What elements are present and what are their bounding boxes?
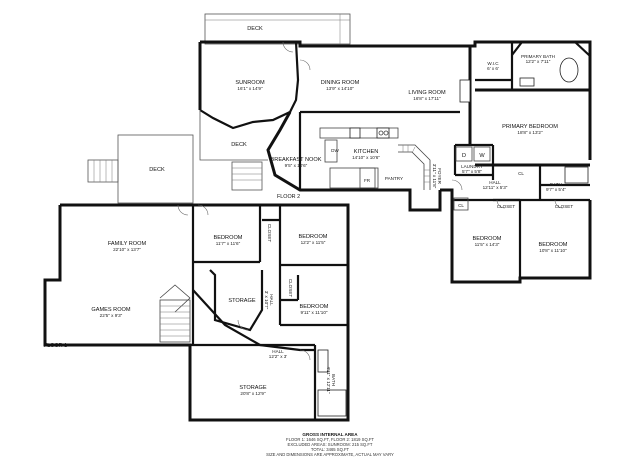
primary-bedroom-dims: 18'8" x 13'2" — [517, 130, 543, 135]
deck-top-outline — [204, 13, 351, 45]
floor1-walls — [43, 203, 350, 422]
floor2-label: FLOOR 2 — [277, 194, 300, 200]
bath-upper-tub — [564, 166, 589, 184]
primary-bedroom-label: PRIMARY BEDROOM — [502, 124, 558, 130]
wic-label: W.I.C — [487, 61, 499, 66]
deck-left-label: DECK — [149, 167, 165, 173]
foyer-label: FOYER — [437, 168, 442, 185]
living-label: LIVING ROOM — [408, 90, 446, 96]
storage-a-label: STORAGE — [228, 298, 256, 304]
family-dims: 22'10" x 13'7" — [113, 247, 141, 252]
fireplace — [459, 79, 471, 103]
bath-upper-label: BATH — [550, 182, 562, 187]
wic-dims: 6' x 6' — [487, 66, 499, 71]
closet-b-label: CLOSET — [555, 204, 574, 209]
primary-bath-dims: 12'2" x 7'11" — [526, 59, 551, 64]
foyer-dims: 3'11" x 11'8" — [432, 164, 437, 189]
laundry-d-label: D — [462, 153, 466, 159]
bath-low-label: BATH — [331, 374, 336, 386]
kitchen-fixtures — [319, 127, 399, 189]
lower-stairs — [159, 284, 191, 343]
dw-label: DW — [331, 148, 339, 153]
hall-mid-label: HALL — [269, 294, 274, 306]
games-dims: 22'5" x 9'3" — [100, 313, 123, 318]
dryer-box — [455, 146, 473, 162]
hall-mid-dims: 3' x 10'7" — [264, 291, 269, 310]
foyer-stairs — [398, 144, 431, 190]
floor2-walls — [198, 40, 592, 284]
sunroom-label: SUNROOM — [235, 80, 265, 86]
cl-hall-box — [453, 197, 469, 211]
bedroom-b-dims: 10'8" x 11'10" — [539, 248, 567, 253]
primary-bath-fixtures — [511, 41, 591, 87]
laundry-w-label: W — [479, 153, 485, 159]
hall-low-dims: 12'2" x 3' — [269, 354, 288, 359]
sunroom-dims: 16'1" x 14'9" — [237, 86, 263, 91]
cl-hall-label: CL — [458, 203, 464, 208]
cl-upper-label: CL — [518, 171, 524, 176]
hall-low-label: HALL — [272, 349, 284, 354]
footer-line1: FLOOR 1: 1646 SQ.FT, FLOOR 2: 1819 SQ.FT — [286, 437, 374, 442]
living-dims: 16'8" x 17'11" — [413, 96, 441, 101]
storage-b-dims: 20'8" x 12'9" — [240, 391, 266, 396]
footer-line2: EXCLUDED AREAS: SUNROOM: 215 SQ.FT — [288, 442, 373, 447]
bath-low-fixture — [317, 349, 329, 373]
pantry-label: PANTRY — [385, 176, 403, 181]
closet-d-label: CLOSET — [288, 279, 293, 298]
floor1-label: FLOOR 1 — [44, 343, 67, 349]
kitchen-label: KITCHEN — [354, 149, 379, 155]
washer-box — [473, 146, 491, 162]
dining-label: DINING ROOM — [321, 80, 360, 86]
laundry-dims: 5'7" x 5'8" — [462, 169, 482, 174]
breakfast-dims: 9'5" x 10'6" — [285, 163, 308, 168]
laundry-label: LAUNDRY — [461, 164, 483, 169]
bedroom-b-label: BEDROOM — [539, 242, 568, 248]
kitchen-dims: 14'10" x 10'6" — [352, 155, 380, 160]
bedroom-e-label: BEDROOM — [300, 304, 329, 310]
bedroom-d-label: BEDROOM — [299, 234, 328, 240]
bath-upper-dims: 9'7" x 5'4" — [546, 187, 566, 192]
primary-bath-label: PRIMARY BATH — [521, 54, 555, 59]
bedroom-d-dims: 12'2" x 11'5" — [301, 240, 326, 245]
closet-c-label: CLOSET — [267, 224, 272, 243]
footer-line3: TOTAL: 3465 SQ.FT — [311, 447, 350, 452]
deck-top-label: DECK — [247, 26, 263, 32]
bedroom-a-label: BEDROOM — [473, 236, 502, 242]
games-label: GAMES ROOM — [91, 307, 130, 313]
bath-low-tub — [317, 389, 347, 417]
bath-low-dims: 4'11" x 12'11" — [326, 366, 331, 393]
closet-a-label: CLOSET — [497, 204, 516, 209]
fr-label: FR — [364, 178, 371, 183]
deck-small-label: DECK — [231, 142, 247, 148]
hall-upper-dims: 12'11" x 5'3" — [483, 185, 508, 190]
storage-b-label: STORAGE — [239, 385, 267, 391]
footer-heading: GROSS INTERNAL AREA — [302, 432, 358, 437]
hall-upper-label: HALL — [489, 180, 501, 185]
dining-dims: 13'9" x 14'10" — [326, 86, 354, 91]
family-label: FAMILY ROOM — [108, 241, 147, 247]
bedroom-e-dims: 9'11" x 11'10" — [300, 310, 327, 315]
breakfast-label: BREAKFAST NOOK — [271, 157, 322, 163]
deck-small-outline — [199, 110, 268, 191]
bedroom-c-dims: 11'7" x 11'6" — [216, 241, 241, 246]
bedroom-c-label: BEDROOM — [214, 235, 243, 241]
door-swings — [177, 41, 564, 361]
deck-left-outline — [87, 134, 194, 204]
footer-line4: SIZE AND DIMENSIONS ARE APPROXIMATE, ACT… — [266, 452, 394, 457]
bedroom-a-dims: 11'5" x 14'3" — [475, 242, 500, 247]
